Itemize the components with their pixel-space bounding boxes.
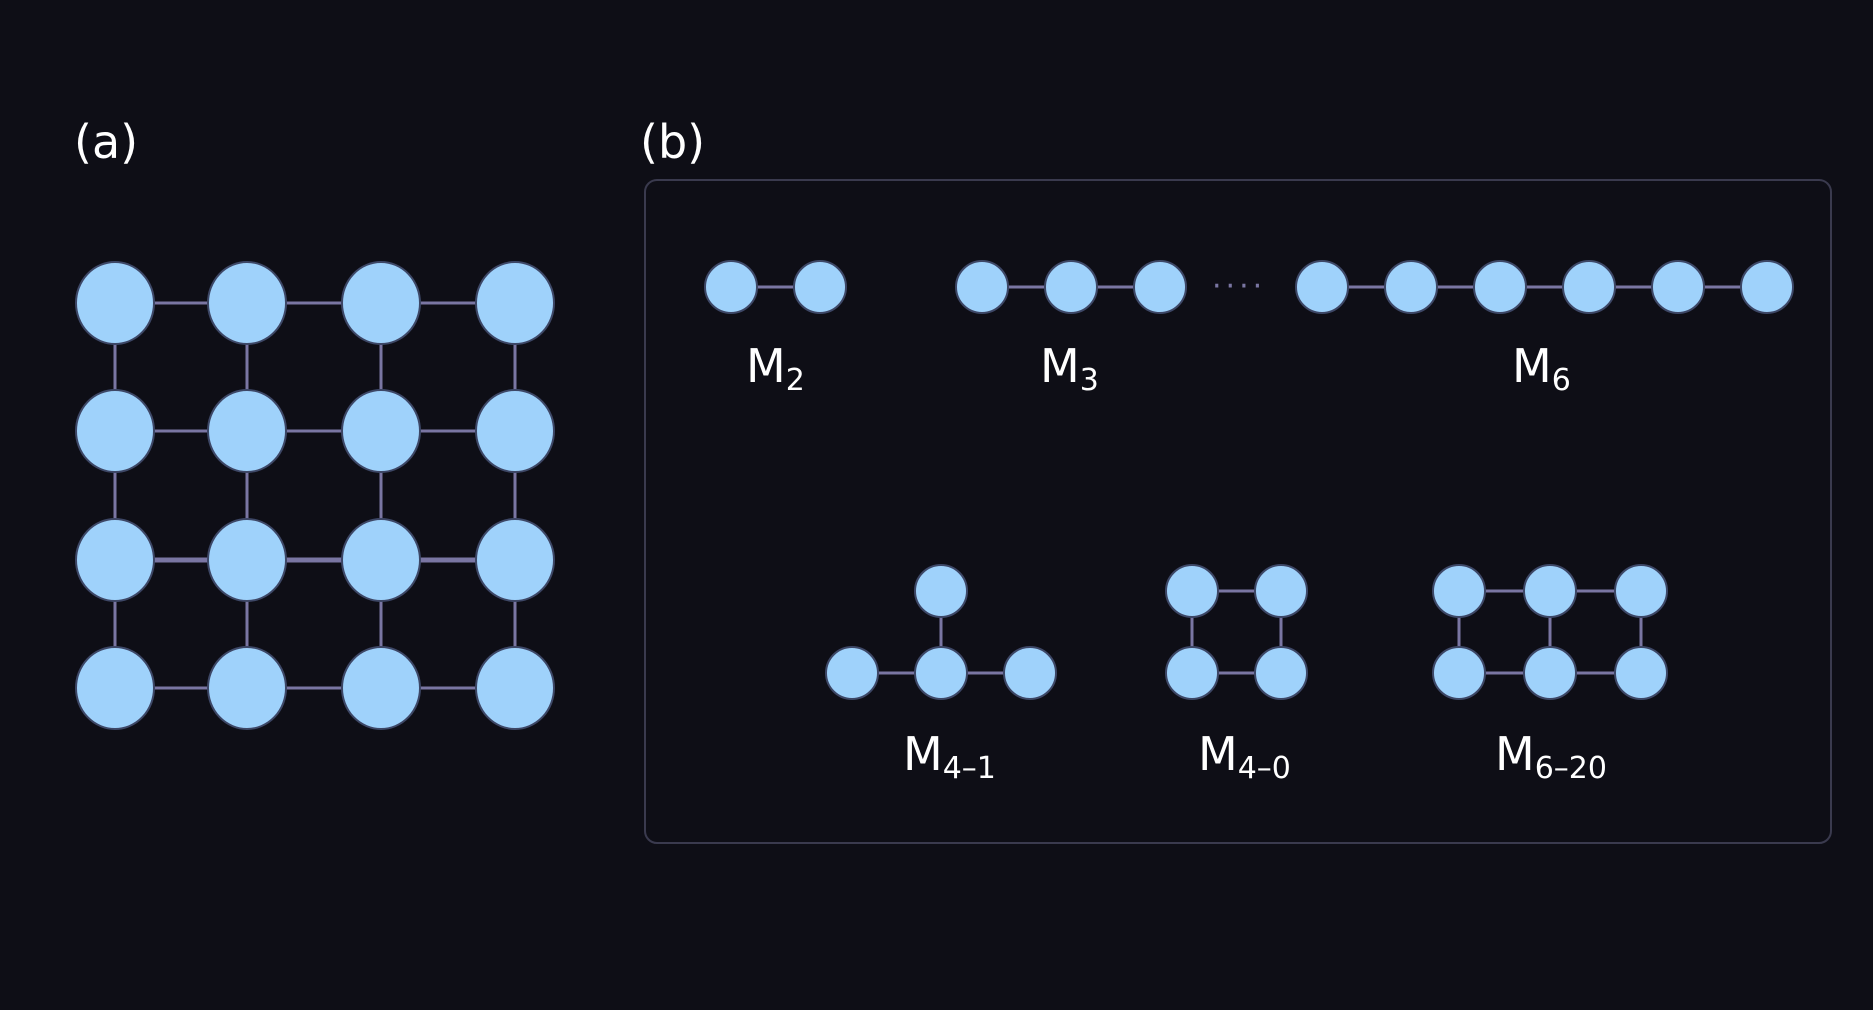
m6-20-node <box>1432 564 1486 618</box>
grid-node <box>341 389 421 473</box>
label-m4-1: M4–1 <box>903 727 996 786</box>
grid-node <box>207 646 287 730</box>
m3-node <box>1133 260 1187 314</box>
grid-node <box>475 646 555 730</box>
m6-node <box>1562 260 1616 314</box>
m4-1-node <box>825 646 879 700</box>
grid-node <box>341 261 421 345</box>
m6-node <box>1295 260 1349 314</box>
panel-a-label: (a) <box>74 115 138 169</box>
panel-b-label: (b) <box>640 115 705 169</box>
m4-1-node <box>914 564 968 618</box>
motif-edges <box>731 285 1767 675</box>
m4-0-node <box>1254 646 1308 700</box>
m4-0-node <box>1165 564 1219 618</box>
m4-1-node <box>914 646 968 700</box>
m6-node <box>1473 260 1527 314</box>
label-m6: M6 <box>1512 339 1571 398</box>
grid-node <box>75 389 155 473</box>
ellipsis: ···· <box>1212 269 1266 304</box>
grid-node <box>207 518 287 602</box>
m4-1-node <box>1003 646 1057 700</box>
grid-graph-edges <box>113 301 517 690</box>
grid-node <box>475 389 555 473</box>
label-m2: M2 <box>746 339 805 398</box>
grid-node <box>341 518 421 602</box>
label-m3: M3 <box>1040 339 1099 398</box>
grid-node <box>475 518 555 602</box>
m2-node <box>704 260 758 314</box>
m6-node <box>1740 260 1794 314</box>
label-m6-20: M6–20 <box>1495 727 1607 786</box>
m6-20-node <box>1523 646 1577 700</box>
grid-node <box>207 389 287 473</box>
m3-node <box>955 260 1009 314</box>
m4-0-node <box>1165 646 1219 700</box>
m6-20-node <box>1432 646 1486 700</box>
m4-0-node <box>1254 564 1308 618</box>
motif-nodes <box>704 260 1794 700</box>
grid-graph-nodes <box>75 261 555 730</box>
panel-b-frame <box>644 179 1832 844</box>
m3-node <box>1044 260 1098 314</box>
m6-node <box>1384 260 1438 314</box>
grid-node <box>75 518 155 602</box>
grid-node <box>475 261 555 345</box>
m2-node <box>793 260 847 314</box>
grid-node <box>207 261 287 345</box>
grid-node <box>341 646 421 730</box>
m6-20-node <box>1614 564 1668 618</box>
label-m4-0: M4–0 <box>1198 727 1291 786</box>
m6-20-node <box>1614 646 1668 700</box>
grid-node <box>75 646 155 730</box>
m6-20-node <box>1523 564 1577 618</box>
grid-node <box>75 261 155 345</box>
m6-node <box>1651 260 1705 314</box>
